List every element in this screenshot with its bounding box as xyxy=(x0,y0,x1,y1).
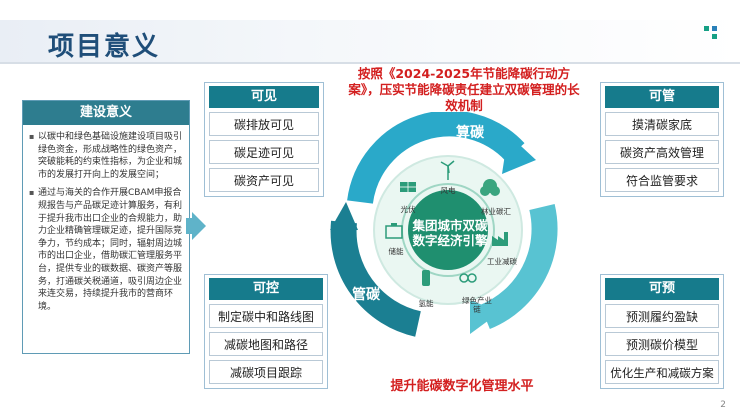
reduce-arc xyxy=(479,204,558,330)
panel-visible-item: 碳排放可见 xyxy=(209,112,319,136)
panel-predict-item: 优化生产和减碳方案 xyxy=(605,360,719,384)
manage-label: 管碳 xyxy=(352,287,380,303)
hydrogen-icon xyxy=(422,270,430,286)
title-divider xyxy=(0,62,740,64)
forest-icon xyxy=(480,179,500,196)
green-chain-label: 绿色产业链 xyxy=(462,296,492,314)
panel-manage-item: 摸清碳家底 xyxy=(605,112,719,136)
wind-icon xyxy=(440,160,455,180)
top-statement: 按照《2024-2025年节能降碳行动方案》，压实节能降碳责任建立双碳管理的长效… xyxy=(348,66,580,113)
green-chain-icon xyxy=(459,273,477,283)
panel-control-item: 制定碳中和路线图 xyxy=(209,304,323,328)
panel-visible-item: 碳足迹可见 xyxy=(209,140,319,164)
significance-list: 以碳中和绿色基础设施建设项目吸引绿色资金，形成战略性的绿色资产，突破能耗的约束性… xyxy=(23,125,189,313)
panel-control-item: 减碳地图和路径 xyxy=(209,332,323,356)
right-arrow-icon xyxy=(192,212,206,240)
industry-icon xyxy=(492,232,508,246)
panel-predict-item: 预测履约盈缺 xyxy=(605,304,719,328)
title-background xyxy=(0,20,740,64)
panel-visible-title: 可见 xyxy=(209,86,319,108)
arrow-bar xyxy=(186,218,194,234)
panel-visible: 可见 碳排放可见 碳足迹可见 碳资产可见 xyxy=(204,82,324,197)
panel-control-item: 减碳项目跟踪 xyxy=(209,360,323,384)
manage-arrowhead xyxy=(330,202,358,230)
industry-label: 工业减碳 xyxy=(487,257,517,266)
wind-label: 风电 xyxy=(440,186,456,195)
panel-manage-item: 符合监管要求 xyxy=(605,168,719,192)
manage-arc xyxy=(330,220,422,337)
panel-manage-title: 可管 xyxy=(605,86,719,108)
significance-bullet: 通过与海关的合作开展CBAM申报合规报告与产品碳足迹计算服务，有利于提升我市出口… xyxy=(29,187,183,313)
significance-bullet: 以碳中和绿色基础设施建设项目吸引绿色资金，形成战略性的绿色资产，突破能耗的约束性… xyxy=(29,131,183,181)
calc-label: 算碳 xyxy=(456,125,484,141)
significance-panel: 建设意义 以碳中和绿色基础设施建设项目吸引绿色资金，形成战略性的绿色资产，突破能… xyxy=(22,100,190,354)
storage-label: 储能 xyxy=(388,247,404,256)
significance-title: 建设意义 xyxy=(23,101,189,125)
storage-icon xyxy=(385,223,403,239)
panel-manage-item: 碳资产高效管理 xyxy=(605,140,719,164)
panel-predict: 可预 预测履约盈缺 预测碳价模型 优化生产和减碳方案 xyxy=(600,274,724,389)
panel-manage: 可管 摸清碳家底 碳资产高效管理 符合监管要求 xyxy=(600,82,724,197)
core-circle xyxy=(408,190,488,270)
page-number: 2 xyxy=(720,400,726,410)
solar-label: 光伏 xyxy=(400,205,416,214)
reduce-arrowhead xyxy=(470,300,500,334)
logo-icon xyxy=(704,26,718,40)
panel-control: 可控 制定碳中和路线图 减碳地图和路径 减碳项目跟踪 xyxy=(204,274,328,389)
panel-control-title: 可控 xyxy=(209,278,323,300)
title-bar: 项目意义 xyxy=(0,18,740,64)
reduce-label: 减碳 xyxy=(544,293,572,309)
bottom-statement: 提升能碳数字化管理水平 xyxy=(390,379,534,394)
solar-icon xyxy=(400,182,416,192)
center-title: 集团城市双碳数字经济引擎 xyxy=(412,218,488,248)
hydrogen-label: 氢能 xyxy=(418,299,434,308)
panel-visible-item: 碳资产可见 xyxy=(209,168,319,192)
forest-label: 林业碳汇 xyxy=(481,207,511,216)
calc-arrowhead xyxy=(502,134,536,174)
carbon-cycle-diagram xyxy=(330,112,558,337)
page-title: 项目意义 xyxy=(48,32,161,62)
panel-predict-title: 可预 xyxy=(605,278,719,300)
calc-arc xyxy=(347,112,525,205)
panel-predict-item: 预测碳价模型 xyxy=(605,332,719,356)
